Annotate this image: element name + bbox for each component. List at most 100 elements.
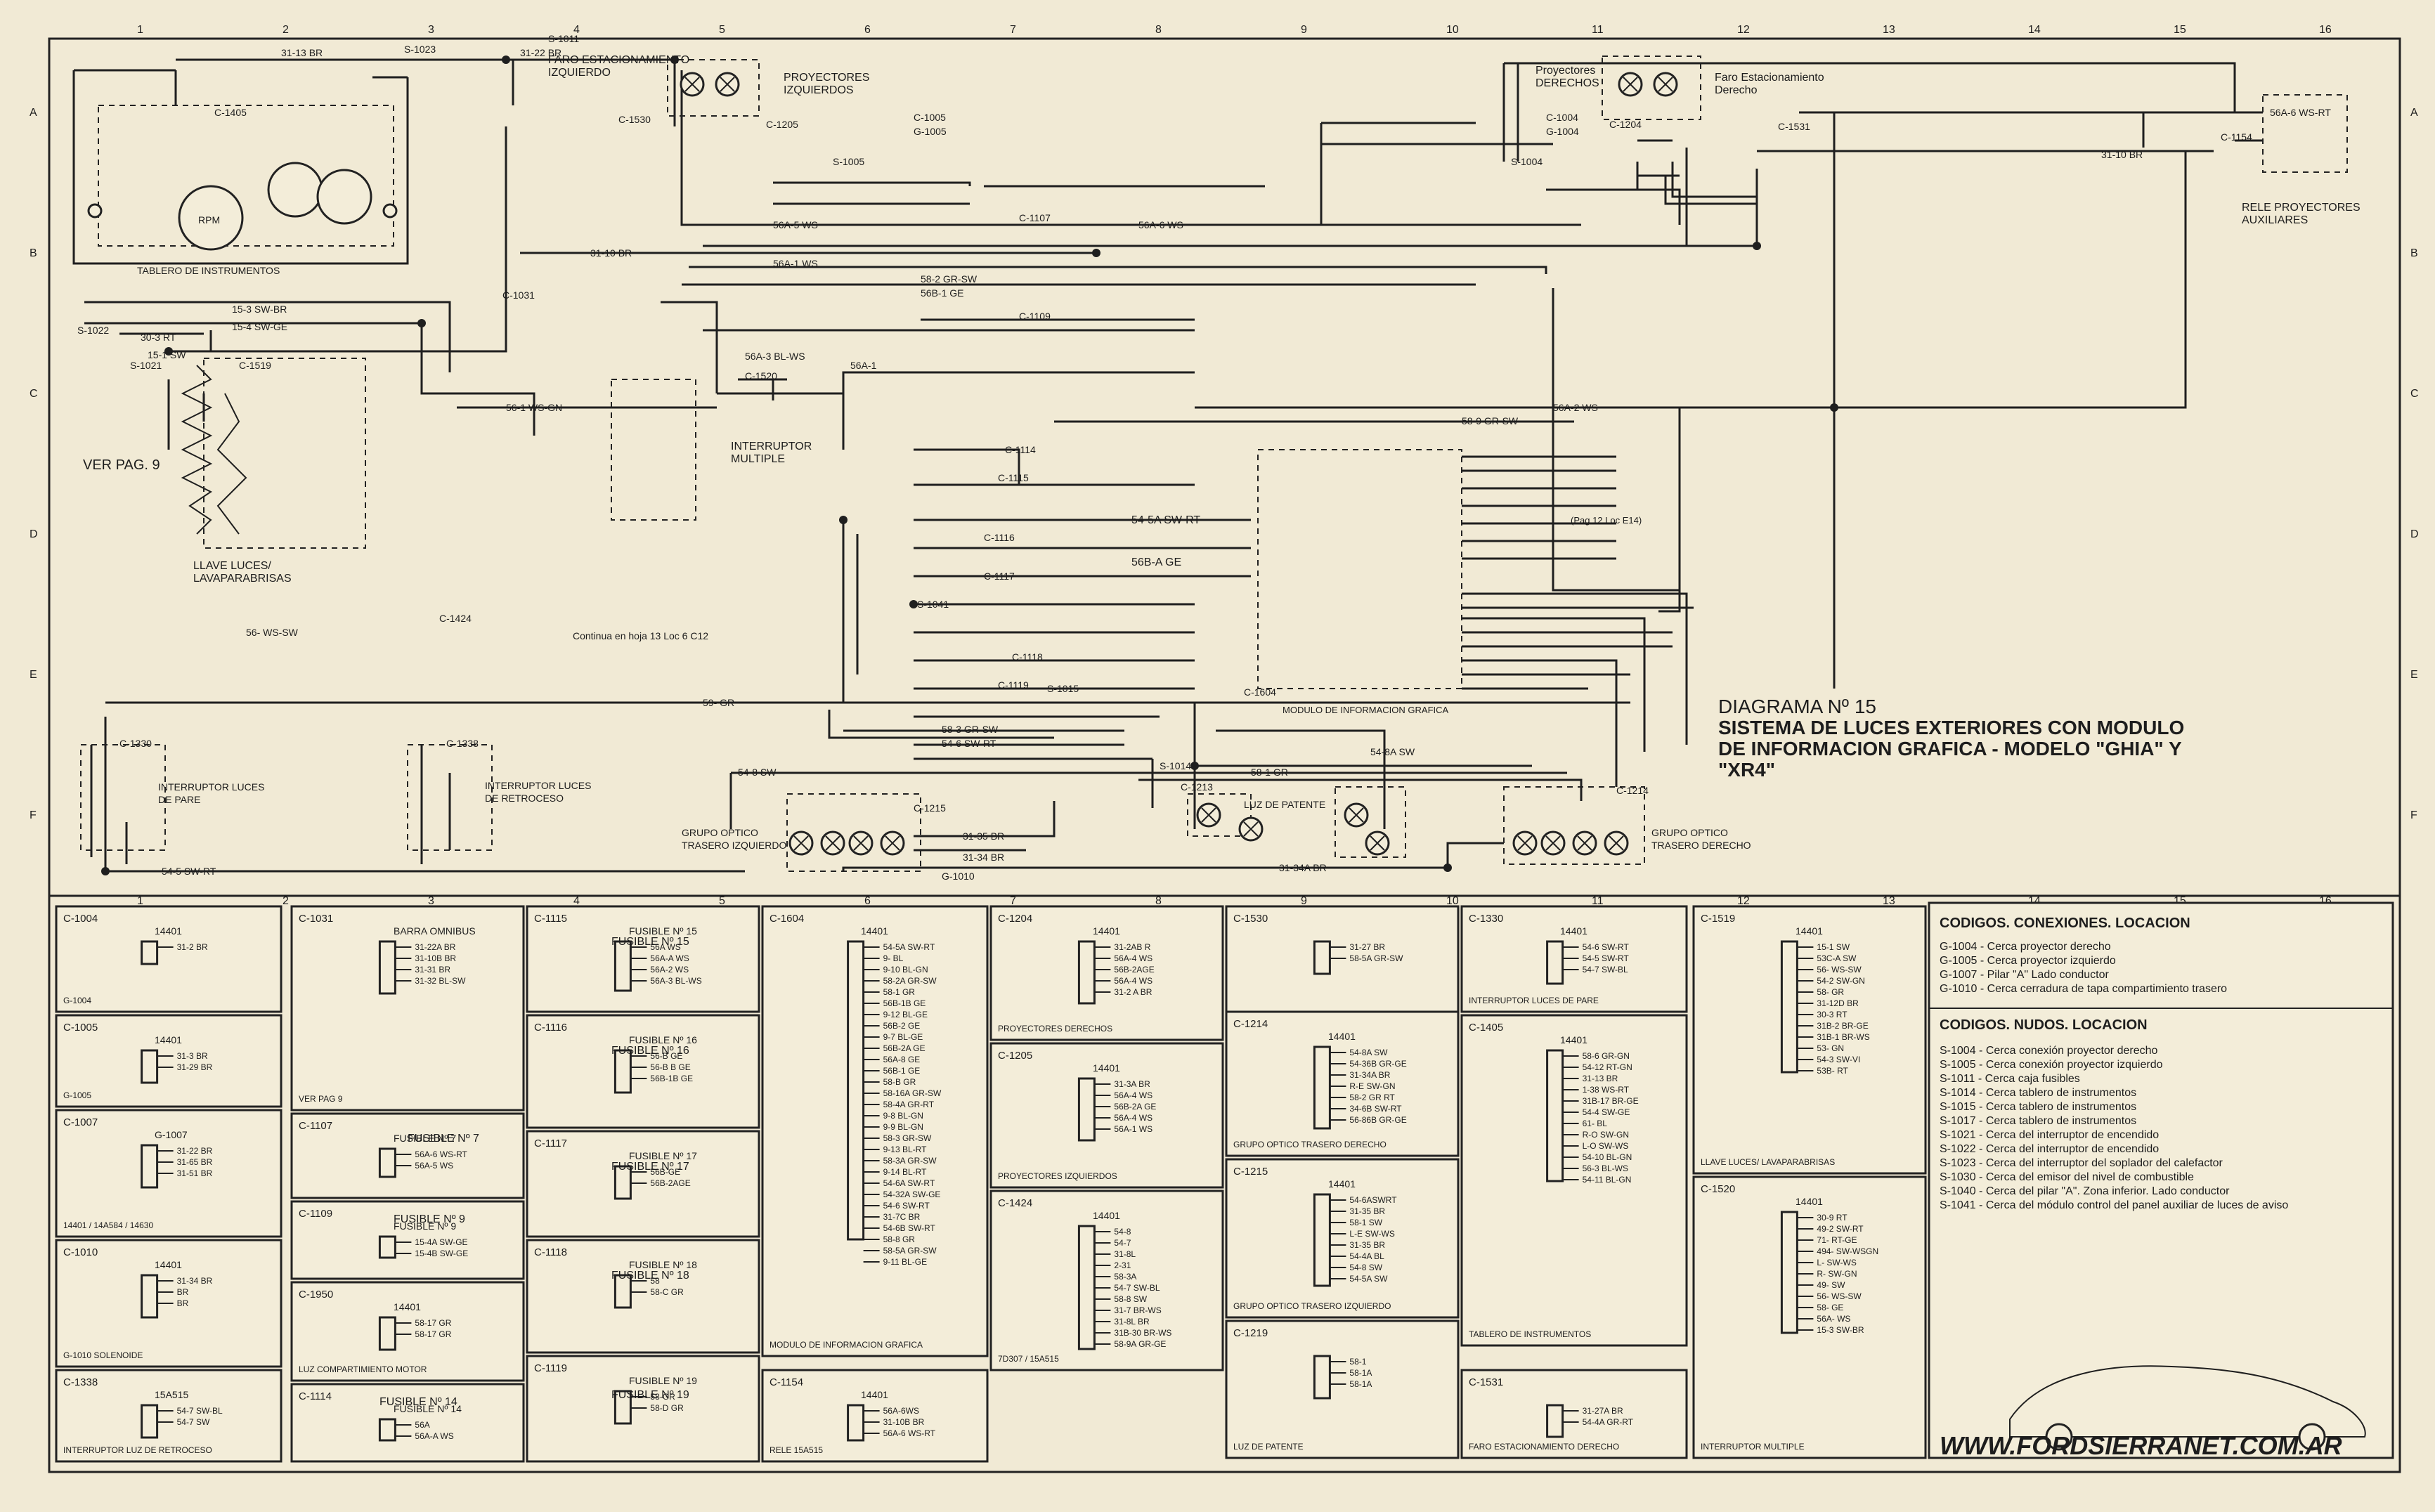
grid-row-label: E xyxy=(2410,669,2418,681)
lamp-icon xyxy=(1344,802,1369,828)
panel-id: C-1109 xyxy=(299,1208,332,1220)
lamp-19-icon xyxy=(87,203,103,219)
conex-item: G-1005 - Cerca proyector izquierdo xyxy=(1940,955,2116,967)
panel-pin: 31-12D BR xyxy=(1817,998,1859,1008)
panel-pin: 58-6 GR-GN xyxy=(1583,1051,1630,1061)
lamp-icon xyxy=(1572,830,1597,856)
panel-pin: 31-35 BR xyxy=(1349,1206,1385,1216)
panel-pin: 15-4B SW-GE xyxy=(415,1249,468,1258)
panel-pin: 31B-1 BR-WS xyxy=(1817,1032,1869,1042)
panel-pin: 54-11 BL-GN xyxy=(1583,1175,1632,1185)
nudo-item: S-1014 - Cerca tablero de instrumentos xyxy=(1940,1087,2136,1099)
panel-pin: 58-1 GR xyxy=(883,987,916,997)
wire-label: 31-34 BR xyxy=(963,852,1004,863)
right-headlamp-outline xyxy=(1602,56,1701,120)
panel-pin: 54-6A SW-RT xyxy=(883,1178,935,1188)
panel-id: C-1950 xyxy=(299,1289,333,1301)
panel-ref: G-1004 xyxy=(63,996,91,1005)
panel-ref: INTERRUPTOR LUZ DE RETROCESO xyxy=(63,1445,212,1455)
connector-label: C-1116 xyxy=(984,532,1015,543)
panel-pin: L- SW-WS xyxy=(1817,1258,1856,1267)
panel-pin: 56B-1B GE xyxy=(883,998,926,1008)
grid-column-label: 10 xyxy=(1446,24,1459,36)
panel-id: C-1116 xyxy=(534,1022,567,1034)
lamp-icon xyxy=(1365,830,1390,856)
connector-label: C-1519 xyxy=(239,360,271,371)
wire-label: 54-8 SW xyxy=(738,767,777,778)
panel-part: 14401 xyxy=(861,925,888,937)
wire-label: 15-4 SW-GE xyxy=(232,321,287,332)
left-park-lamp-label: FARO ESTACIONAMIENTO xyxy=(548,54,689,66)
panel-pin: 54-10 BL-GN xyxy=(1583,1152,1632,1162)
license-lamp-box xyxy=(1335,786,1406,858)
left-park-lamp-label-2: IZQUIERDO xyxy=(548,67,611,79)
panel-pin: 58-GR xyxy=(650,1392,675,1402)
panel-ref: INTERRUPTOR MULTIPLE xyxy=(1701,1442,1805,1452)
nudo-item: S-1023 - Cerca del interruptor del sopla… xyxy=(1940,1157,2223,1169)
grid-column-label: 10 xyxy=(1446,895,1459,907)
panel-part: FUSIBLE Nº 15 xyxy=(629,925,697,937)
grid-row-label: D xyxy=(2410,528,2419,540)
wire-label: 54-5A SW-RT xyxy=(1131,514,1200,526)
panel-pin: 56A-1 WS xyxy=(1114,1124,1152,1134)
panel-pin: 15-1 SW xyxy=(1817,942,1850,952)
connector-label: C-1107 xyxy=(1019,212,1051,223)
panel-pin: 31-8L BR xyxy=(1114,1317,1150,1327)
title-line4: "XR4" xyxy=(1718,759,1775,781)
splice-label: S-1011 xyxy=(548,33,579,44)
panel-pin: 31B-17 BR-GE xyxy=(1583,1096,1639,1106)
panel-id: C-1531 xyxy=(1469,1376,1503,1388)
panel-pin: 54-4A GR-RT xyxy=(1583,1417,1634,1427)
grid-column-label: 8 xyxy=(1155,24,1162,36)
grid-column-label: 7 xyxy=(1010,895,1016,907)
panel-id: C-1031 xyxy=(299,913,333,925)
splice-label: S-1023 xyxy=(404,44,436,55)
panel-pin: R- SW-GN xyxy=(1817,1269,1857,1279)
panel-pin: 31-29 BR xyxy=(177,1062,213,1072)
panel-id: C-1010 xyxy=(63,1246,98,1258)
wire-label: 56B-A GE xyxy=(1131,556,1181,568)
panel-ref: RELE 15A515 xyxy=(770,1445,823,1455)
light-switch-outline xyxy=(203,358,366,549)
splice-label: S-1022 xyxy=(77,325,109,336)
brake-switch-label: INTERRUPTOR LUCES xyxy=(158,781,264,793)
lamp-icon xyxy=(1540,830,1566,856)
wire-label: 59- GR xyxy=(703,697,734,708)
panel-pin: 31-13 BR xyxy=(1583,1074,1618,1083)
panel-pin: 56B-1B GE xyxy=(650,1074,693,1083)
grid-column-label: 12 xyxy=(1737,24,1750,36)
fuse-label: FUSIBLE Nº 7 xyxy=(408,1133,479,1145)
continues-note: Continua en hoja 13 Loc 6 C12 xyxy=(573,630,708,641)
connector-label: C-1119 xyxy=(998,679,1029,691)
conex-item: G-1007 - Pilar "A" Lado conductor xyxy=(1940,969,2109,981)
wire-label: 56A-2 WS xyxy=(1553,402,1598,413)
codes-box xyxy=(1928,901,2394,1459)
conex-title: CODIGOS. CONEXIONES. LOCACION xyxy=(1940,915,2190,931)
grid-row-label: F xyxy=(30,809,37,821)
panel-pin: 56A xyxy=(415,1420,429,1430)
lamp-icon xyxy=(715,72,740,97)
wire-label: 58-9 GR-SW xyxy=(1462,415,1519,426)
connector-label: C-1115 xyxy=(998,472,1029,483)
panel-ref: LUZ DE PATENTE xyxy=(1233,1442,1304,1452)
panel-pin: 54-6ASWRT xyxy=(1349,1195,1397,1205)
rear-left-label-2: TRASERO IZQUIERDO xyxy=(682,840,786,851)
panel-ref: PROYECTORES DERECHOS xyxy=(998,1024,1112,1034)
panel-pin: 56B-2AGE xyxy=(1114,965,1154,975)
panel-pin: 53B- RT xyxy=(1817,1066,1848,1076)
panel-id: C-1119 xyxy=(534,1362,567,1374)
panel-pin: 56A-4 WS xyxy=(1114,1090,1152,1100)
wire-label: 31-35 BR xyxy=(963,830,1004,842)
